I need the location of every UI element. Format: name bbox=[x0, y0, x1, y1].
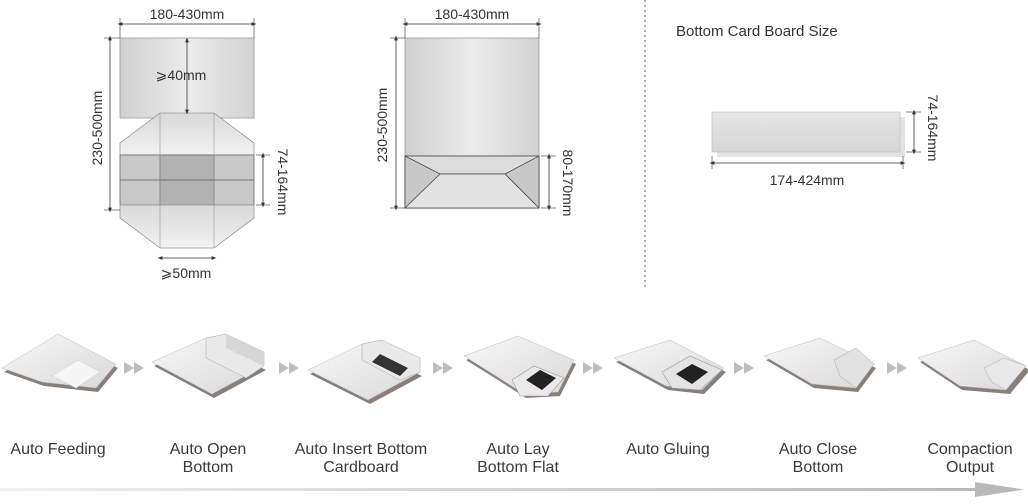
step-label-line: Bottom bbox=[792, 459, 844, 476]
chevron-arrow-icon bbox=[897, 362, 907, 374]
diagram2-width-label: 180-430mm bbox=[435, 6, 510, 22]
diagram1-height-label: 230-500mm bbox=[89, 91, 105, 166]
cardboard-diagram: Bottom Card Board Size 174-424mm 74-164m… bbox=[676, 23, 941, 188]
chevron-arrow-icon bbox=[744, 362, 754, 374]
step-label-line: Auto Lay bbox=[486, 441, 550, 458]
step6-image bbox=[763, 337, 876, 392]
cardboard-width-label: 174-424mm bbox=[770, 172, 845, 188]
diagram1-top-gap-label: ⩾40mm bbox=[156, 67, 207, 83]
bag2-body bbox=[404, 37, 540, 157]
step1-image bbox=[1, 333, 118, 392]
bag-flap-top bbox=[119, 112, 255, 156]
step4-image bbox=[463, 335, 576, 398]
bag-flap-bottom bbox=[119, 204, 255, 249]
step-label-line: Auto Insert Bottom bbox=[294, 441, 428, 458]
step-label-line: Output bbox=[945, 459, 995, 476]
cardboard-title: Bottom Card Board Size bbox=[676, 23, 838, 40]
step5-image bbox=[613, 339, 726, 394]
step-label-4: Auto Lay Bottom Flat bbox=[460, 441, 576, 477]
chevron-arrow-icon bbox=[289, 362, 299, 374]
arrow-right-icon bbox=[975, 482, 1024, 497]
bag-closed-bottom-diagram: 180-430mm 230-500mm 80-170mm bbox=[374, 6, 576, 216]
step3-image bbox=[307, 339, 422, 404]
step-label-6: Auto Close Bottom bbox=[760, 441, 876, 477]
bag-open-bottom-diagram: 180-430mm 230-500mm ⩾40mm 74-164mm ⩾50mm bbox=[89, 6, 291, 281]
step-label-line: Cardboard bbox=[323, 459, 399, 476]
chevron-arrow-icon bbox=[583, 362, 593, 374]
step-label-line: Auto Gluing bbox=[626, 441, 710, 458]
step-label-line: Auto Open bbox=[169, 441, 247, 458]
step-label-2: Auto Open Bottom bbox=[150, 441, 266, 477]
diagram1-width-label: 180-430mm bbox=[150, 6, 225, 22]
step-label-line: Auto Feeding bbox=[10, 441, 106, 458]
step-label-line: Bottom Flat bbox=[477, 459, 559, 476]
process-flow-arrow bbox=[0, 482, 1024, 497]
step-arrows bbox=[124, 362, 907, 374]
diagram1-band-label: 74-164mm bbox=[275, 149, 291, 216]
chevron-arrow-icon bbox=[279, 362, 289, 374]
step-label-line: Bottom bbox=[182, 459, 234, 476]
diagram1-bottom-label: ⩾50mm bbox=[161, 265, 212, 281]
cardboard-rect bbox=[711, 111, 901, 153]
cardboard-height-label: 74-164mm bbox=[925, 95, 941, 162]
chevron-arrow-icon bbox=[593, 362, 603, 374]
step7-image bbox=[917, 339, 1028, 394]
diagram2-bottom-label: 80-170mm bbox=[560, 150, 576, 217]
chevron-arrow-icon bbox=[443, 362, 453, 374]
chevron-arrow-icon bbox=[887, 362, 897, 374]
step-label-line: Compaction bbox=[927, 441, 1013, 458]
step2-image bbox=[151, 333, 266, 398]
chevron-arrow-icon bbox=[124, 362, 134, 374]
chevron-arrow-icon bbox=[134, 362, 144, 374]
step-label-1: Auto Feeding bbox=[0, 441, 116, 459]
chevron-arrow-icon bbox=[734, 362, 744, 374]
process-illustrations bbox=[1, 333, 1028, 404]
step-label-line: Auto Close bbox=[778, 441, 858, 458]
step-label-7: Compaction Output bbox=[912, 441, 1028, 477]
step-label-5: Auto Gluing bbox=[610, 441, 726, 459]
chevron-arrow-icon bbox=[433, 362, 443, 374]
step-label-3: Auto Insert Bottom Cardboard bbox=[282, 441, 440, 477]
diagram2-height-label: 230-500mm bbox=[374, 88, 390, 163]
